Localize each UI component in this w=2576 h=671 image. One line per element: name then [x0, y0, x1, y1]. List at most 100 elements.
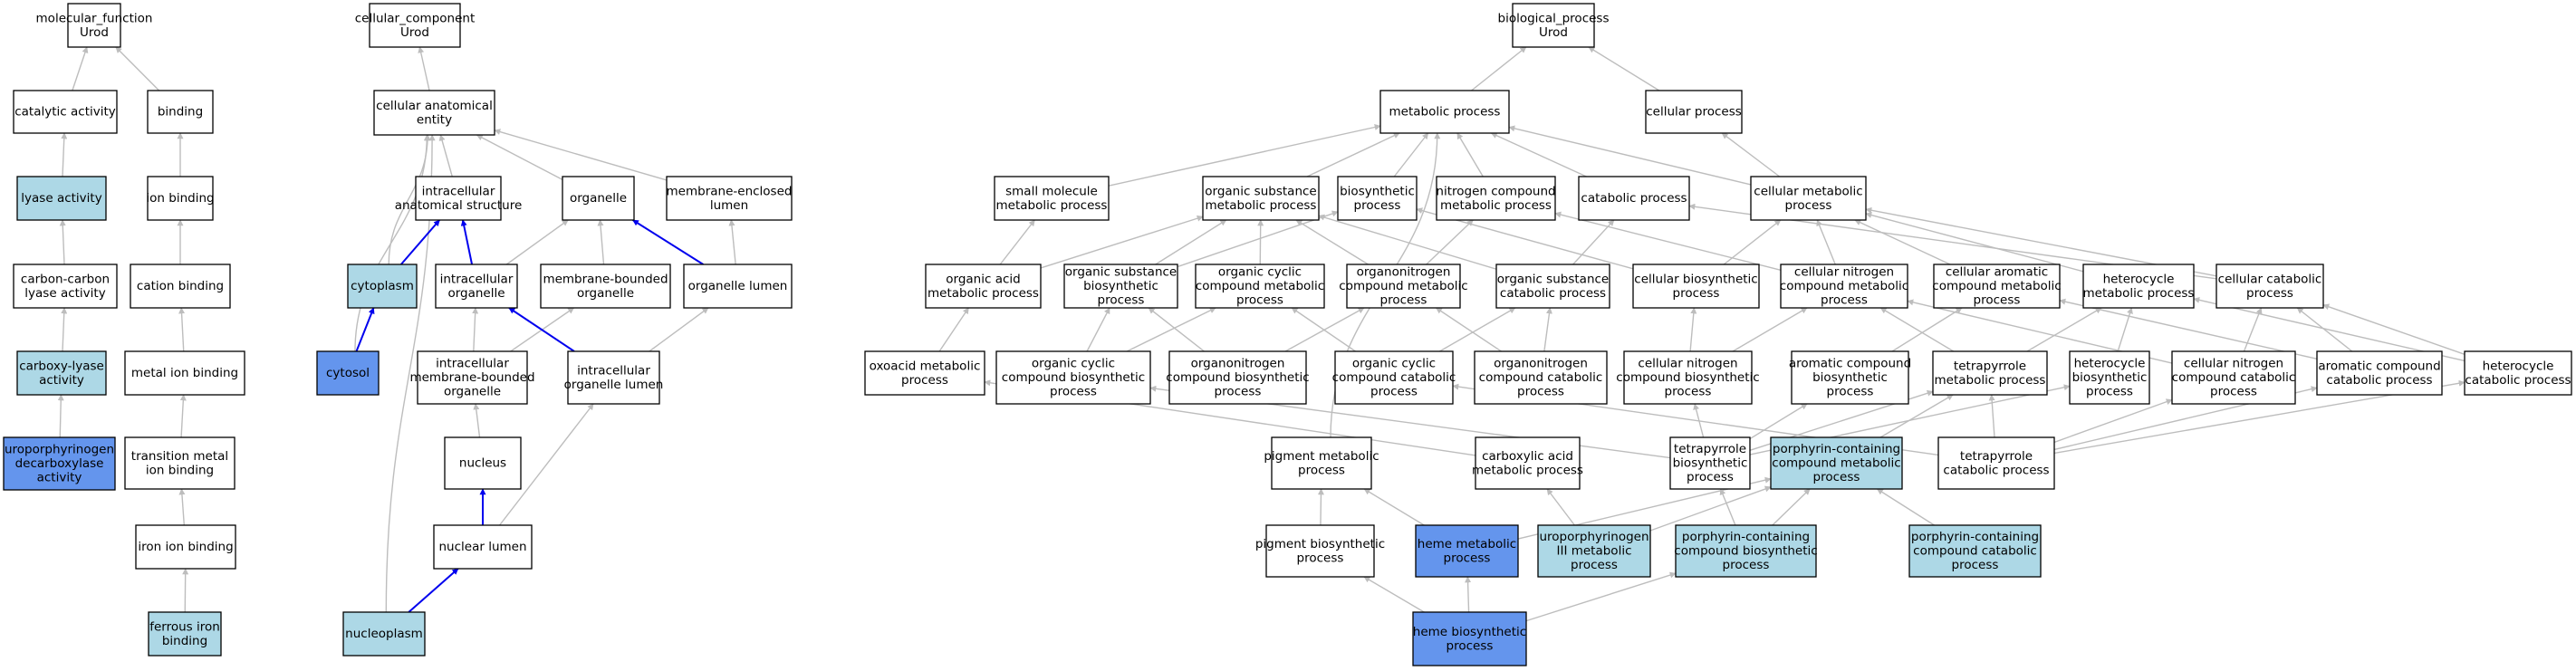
node-label-line: process [1673, 286, 1720, 301]
edge-nucleus-to-imbo [473, 403, 481, 438]
node-metabolic[interactable]: metabolic process [1379, 90, 1510, 134]
node-label-line: Urod [80, 25, 109, 40]
node-box [1645, 90, 1743, 134]
node-box [1412, 611, 1527, 666]
node-label-line: process [2210, 385, 2257, 399]
node-box [148, 611, 222, 657]
node-organelle[interactable]: organelle [562, 176, 635, 221]
node-label-line: pigment metabolic [1264, 449, 1379, 464]
node-box [1334, 350, 1454, 405]
edge-hcp-to-ccp [2322, 303, 2465, 355]
node-cytoplasm[interactable]: cytoplasm [347, 264, 418, 309]
edge-occmp-to-osmp [1257, 219, 1264, 265]
node-org-lumen[interactable]: organelle lumen [683, 264, 793, 309]
node-label-line: biosynthetic [1673, 456, 1748, 471]
node-binding[interactable]: binding [147, 90, 214, 134]
node-label-line: metabolic process [2083, 286, 2195, 301]
node-box [925, 264, 1042, 309]
node-metal-ion[interactable]: metal ion binding [124, 350, 245, 396]
edge-oamp-to-smmp [999, 219, 1035, 265]
node-lyase[interactable]: lyase activity [16, 176, 107, 221]
node-nucleoplasm[interactable]: nucleoplasm [342, 611, 426, 657]
node-cytosol[interactable]: cytosol [316, 350, 380, 396]
node-label-line: process [1687, 470, 1734, 484]
node-iron-ion[interactable]: iron ion binding [135, 524, 236, 570]
edge-org-lumen-to-mel [728, 219, 736, 265]
node-label-line: biological_process [1498, 11, 1610, 25]
node-nuclear-lumen[interactable]: nuclear lumen [433, 524, 533, 570]
node-label-line: tetrapyrrole [1960, 449, 2033, 464]
node-label-line: porphyrin-containing [1773, 442, 1900, 456]
edge-ferrous-iron-to-iron-ion [182, 568, 189, 613]
node-cation-binding[interactable]: cation binding [130, 264, 231, 309]
node-label-line: ferrous iron [149, 619, 220, 634]
node-catabolic[interactable]: catabolic process [1578, 176, 1690, 221]
node-box [1908, 524, 2042, 578]
node-box [567, 350, 660, 405]
node-ion-binding[interactable]: ion binding [146, 176, 215, 221]
node-catalytic[interactable]: catalytic activity [13, 90, 118, 134]
edge-metabolic-to-bp-root [1471, 46, 1527, 91]
node-label-line: process [1098, 293, 1145, 308]
node-label-line: lyase activity [21, 191, 101, 206]
node-box [369, 3, 461, 48]
node-nucleus[interactable]: nucleus [444, 436, 522, 490]
node-cellular-proc[interactable]: cellular process [1645, 90, 1743, 134]
edge-cncbp-to-cncmp [1732, 307, 1808, 352]
node-label-line: lyase activity [24, 286, 105, 301]
